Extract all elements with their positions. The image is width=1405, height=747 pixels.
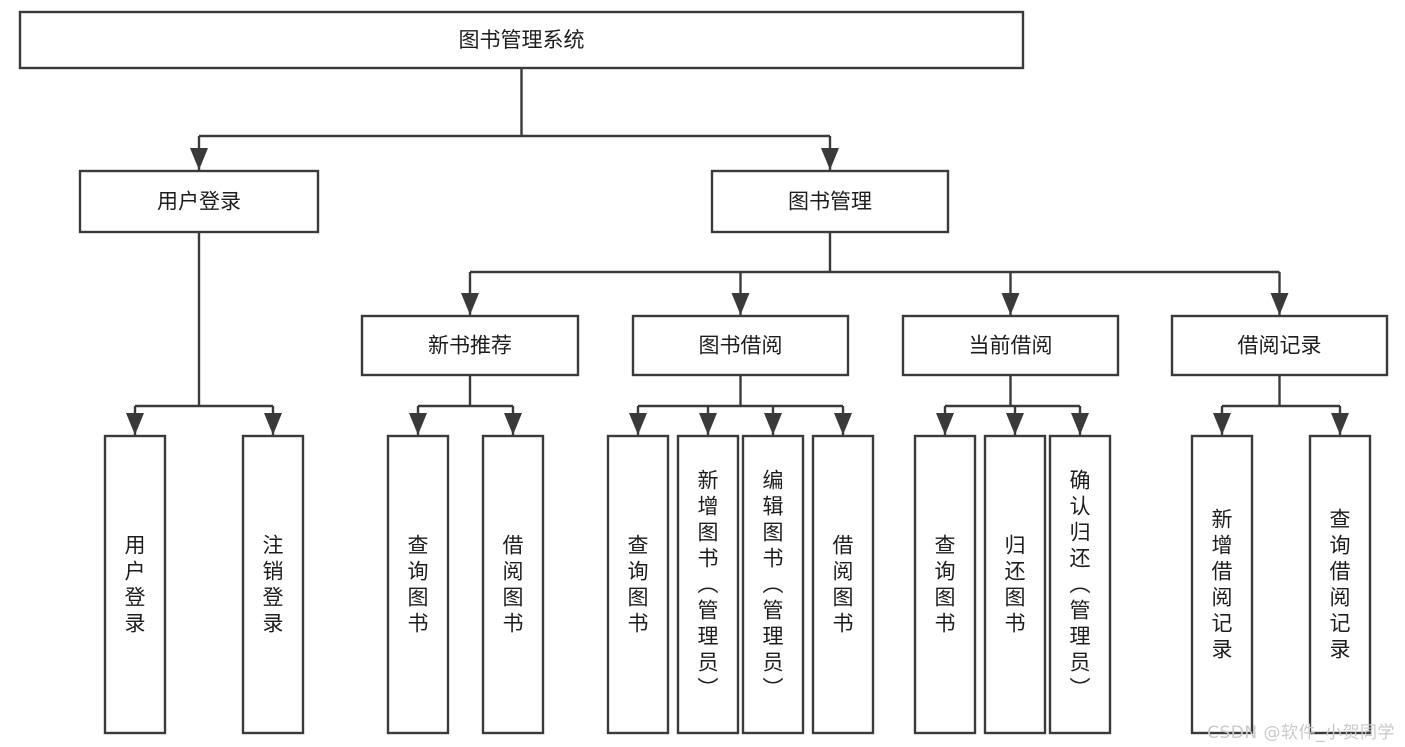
node-label: 借阅记录 bbox=[1238, 334, 1322, 358]
arrow-head-icon bbox=[699, 413, 717, 435]
node-e69fa5e8afa2e59bbee4b9a6[interactable]: 查询图书 bbox=[386, 434, 450, 735]
node-e5bd93e5898de5809fe99885[interactable]: 当前借阅 bbox=[901, 314, 1120, 377]
node-e59bbee4b9a6e7aea1e79086[interactable]: 图书管理 bbox=[710, 169, 950, 234]
node-box[interactable] bbox=[481, 434, 545, 735]
node-box[interactable] bbox=[631, 314, 850, 377]
node-box[interactable] bbox=[1190, 434, 1254, 735]
arrow-head-icon bbox=[1331, 413, 1349, 435]
arrow-head-icon bbox=[264, 413, 282, 435]
node-e7a1aee8aea4e5bd92e8bf98efbc[interactable]: 确认归还︵管理员︶ bbox=[1048, 434, 1112, 735]
node-label: 查询图书 bbox=[935, 534, 956, 636]
node-label: 查询借阅记录 bbox=[1330, 508, 1351, 662]
node-box[interactable] bbox=[676, 434, 740, 735]
node-label: 新书推荐 bbox=[428, 334, 512, 358]
node-e696b0e5a29ee5809fe99885e8ae[interactable]: 新增借阅记录 bbox=[1190, 434, 1254, 735]
node-box[interactable] bbox=[983, 434, 1047, 735]
node-label: 借阅图书 bbox=[833, 534, 854, 636]
arrow-head-icon bbox=[731, 293, 750, 315]
node-label: 确认归还︵管理员︶ bbox=[1070, 469, 1091, 701]
arrow-head-icon bbox=[504, 413, 522, 435]
arrow-head-icon bbox=[1006, 413, 1024, 435]
node-e7bc96e8be91e59bbee4b9a6efbc[interactable]: 编辑图书︵管理员︶ bbox=[741, 434, 805, 735]
node-label: 编辑图书︵管理员︶ bbox=[763, 469, 784, 701]
connector-layer bbox=[126, 68, 1349, 435]
arrow-head-icon bbox=[629, 413, 647, 435]
arrow-head-icon bbox=[1213, 413, 1231, 435]
node-e69fa5e8afa2e5809fe99885e8ae[interactable]: 查询借阅记录 bbox=[1308, 434, 1372, 735]
node-box[interactable] bbox=[360, 314, 580, 377]
node-e5bd92e8bf98e59bbee4b9a6[interactable]: 归还图书 bbox=[983, 434, 1047, 735]
arrow-head-icon bbox=[126, 413, 144, 435]
node-box[interactable] bbox=[103, 434, 167, 735]
node-label: 查询图书 bbox=[408, 534, 429, 636]
node-label: 图书管理 bbox=[788, 190, 872, 214]
arrow-head-icon bbox=[764, 413, 782, 435]
node-label: 归还图书 bbox=[1005, 534, 1026, 636]
node-box[interactable] bbox=[386, 434, 450, 735]
arrow-head-icon bbox=[461, 293, 479, 315]
arrow-head-icon bbox=[936, 413, 954, 435]
node-label: 图书管理系统 bbox=[459, 28, 585, 52]
node-e696b0e4b9a6e68ea8e88d90[interactable]: 新书推荐 bbox=[360, 314, 580, 377]
arrow-head-icon bbox=[1001, 293, 1020, 315]
node-label: 查询图书 bbox=[628, 534, 649, 636]
node-e5809fe99885e59bbee4b9a6[interactable]: 借阅图书 bbox=[811, 434, 875, 735]
node-e69fa5e8afa2e59bbee4b9a6[interactable]: 查询图书 bbox=[913, 434, 977, 735]
node-e69fa5e8afa2e59bbee4b9a6[interactable]: 查询图书 bbox=[606, 434, 670, 735]
arrow-head-icon bbox=[190, 148, 208, 170]
node-layer: 图书管理系统用户登录用户登录注销登录图书管理新书推荐查询图书借阅图书图书借阅查询… bbox=[18, 10, 1389, 735]
node-e6b3a8e99480e799bbe5bd95[interactable]: 注销登录 bbox=[241, 434, 305, 735]
arrow-head-icon bbox=[1071, 413, 1089, 435]
arrow-head-icon bbox=[1270, 293, 1289, 315]
node-box[interactable] bbox=[1048, 434, 1112, 735]
node-e794a8e688b7e799bbe5bd95[interactable]: 用户登录 bbox=[78, 169, 320, 234]
node-label: 注销登录 bbox=[263, 534, 284, 636]
arrow-head-icon bbox=[821, 148, 839, 170]
node-label: 借阅图书 bbox=[503, 534, 524, 636]
node-box[interactable] bbox=[811, 434, 875, 735]
node-box[interactable] bbox=[710, 169, 950, 234]
node-e5809fe99885e59bbee4b9a6[interactable]: 借阅图书 bbox=[481, 434, 545, 735]
node-box[interactable] bbox=[901, 314, 1120, 377]
node-box[interactable] bbox=[241, 434, 305, 735]
node-label: 图书借阅 bbox=[699, 334, 783, 358]
csdn-watermark: CSDN @软件_小贺同学 bbox=[1207, 723, 1395, 743]
node-box[interactable] bbox=[18, 10, 1025, 70]
node-box[interactable] bbox=[1170, 314, 1389, 377]
node-e794a8e688b7e799bbe5bd95[interactable]: 用户登录 bbox=[103, 434, 167, 735]
node-e59bbee4b9a6e7aea1e79086e7b3[interactable]: 图书管理系统 bbox=[18, 10, 1025, 70]
node-box[interactable] bbox=[1308, 434, 1372, 735]
node-e696b0e5a29ee59bbee4b9a6efbc[interactable]: 新增图书︵管理员︶ bbox=[676, 434, 740, 735]
node-label: 当前借阅 bbox=[969, 334, 1053, 358]
node-box[interactable] bbox=[913, 434, 977, 735]
node-label: 用户登录 bbox=[157, 190, 241, 214]
node-box[interactable] bbox=[741, 434, 805, 735]
node-label: 新增借阅记录 bbox=[1212, 508, 1233, 662]
node-label: 新增图书︵管理员︶ bbox=[698, 469, 719, 701]
node-e5809fe99885e8aeb0e5bd95[interactable]: 借阅记录 bbox=[1170, 314, 1389, 377]
node-box[interactable] bbox=[78, 169, 320, 234]
node-e59bbee4b9a6e5809fe99885[interactable]: 图书借阅 bbox=[631, 314, 850, 377]
node-label: 用户登录 bbox=[125, 534, 146, 636]
arrow-head-icon bbox=[409, 413, 427, 435]
arrow-head-icon bbox=[834, 413, 852, 435]
node-box[interactable] bbox=[606, 434, 670, 735]
